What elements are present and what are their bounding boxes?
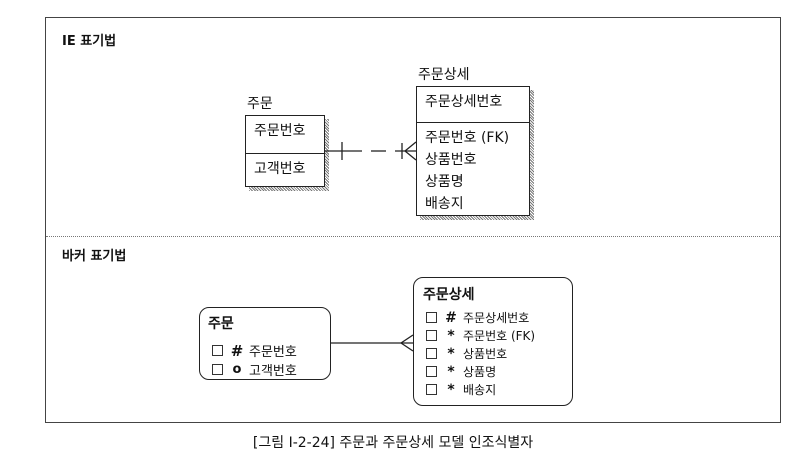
- barker-order-entity-name: 주문: [208, 316, 234, 332]
- mandatory-attribute-icon: *: [447, 327, 455, 344]
- ie-crows-foot-icon: [404, 141, 417, 152]
- barker-crows-foot-icon: [400, 334, 414, 344]
- ie-detail-entity: 주문상세번호 주문번호 (FK) 상품번호 상품명 배송지: [416, 86, 530, 216]
- ie-order-key-section: 주문번호: [246, 120, 324, 142]
- ie-detail-attr-2: 상품명: [425, 174, 464, 190]
- mandatory-attribute-icon: *: [447, 345, 455, 362]
- ie-order-entity-name: 주문: [247, 96, 273, 112]
- ie-order-attr: 고객번호: [254, 161, 306, 177]
- checkbox-icon: [426, 384, 437, 395]
- checkbox-icon: [426, 330, 437, 341]
- barker-relationship: [331, 334, 414, 352]
- ie-detail-attr-3: 배송지: [425, 196, 464, 212]
- ie-detail-attr-0: 주문번호 (FK): [425, 130, 510, 146]
- barker-detail-attr-label: 상품번호: [463, 347, 508, 361]
- checkbox-icon: [212, 364, 223, 375]
- barker-crows-foot-icon: [400, 342, 414, 352]
- barker-detail-attr-label: 상품명: [463, 365, 497, 379]
- section-divider: [46, 236, 780, 237]
- ie-order-attr-section: 고객번호: [246, 153, 324, 180]
- barker-order-attr-label: 주문번호: [249, 345, 297, 360]
- barker-order-attr-label: 고객번호: [249, 364, 297, 379]
- mandatory-attribute-icon: *: [447, 363, 455, 380]
- barker-detail-row-1: * 주문번호 (FK): [426, 327, 535, 344]
- barker-detail-row-2: * 상품번호: [426, 345, 507, 362]
- figure-frame: [45, 17, 781, 423]
- primary-key-icon: #: [230, 341, 244, 360]
- figure-caption: [그림 Ⅰ-2-24] 주문과 주문상세 모델 인조식별자: [252, 435, 534, 451]
- barker-detail-row-3: * 상품명: [426, 363, 496, 380]
- primary-key-icon: #: [445, 309, 457, 326]
- barker-section-title: 바커 표기법: [62, 249, 127, 264]
- checkbox-icon: [426, 312, 437, 323]
- ie-detail-attr-1: 상품번호: [425, 152, 477, 168]
- barker-detail-attr-label: 주문상세번호: [463, 311, 530, 325]
- ie-detail-attr-section: 주문번호 (FK) 상품번호 상품명 배송지: [417, 122, 529, 215]
- ie-section-title: IE 표기법: [62, 34, 117, 49]
- ie-detail-key-attr: 주문상세번호: [425, 94, 503, 110]
- barker-detail-row-4: * 배송지: [426, 381, 496, 398]
- barker-order-entity: 주문 # 주문번호 o 고객번호: [199, 307, 331, 380]
- checkbox-icon: [426, 348, 437, 359]
- barker-detail-entity-name: 주문상세: [423, 287, 475, 303]
- checkbox-icon: [426, 366, 437, 377]
- barker-detail-attr-label: 주문번호 (FK): [463, 329, 536, 343]
- barker-detail-attr-label: 배송지: [463, 383, 497, 397]
- optional-attribute-icon: o: [232, 362, 242, 377]
- ie-detail-entity-name: 주문상세: [418, 67, 470, 83]
- ie-detail-key-section: 주문상세번호: [417, 91, 529, 113]
- barker-detail-entity: 주문상세 # 주문상세번호 * 주문번호 (FK) * 상품번호 * 상품명 *…: [413, 277, 573, 406]
- ie-order-key-attr: 주문번호: [254, 123, 306, 139]
- barker-order-row-0: # 주문번호: [212, 341, 297, 360]
- checkbox-icon: [212, 345, 223, 356]
- ie-relationship: [325, 141, 417, 161]
- barker-detail-row-0: # 주문상세번호: [426, 309, 529, 326]
- barker-order-row-1: o 고객번호: [212, 360, 297, 379]
- mandatory-attribute-icon: *: [447, 381, 455, 398]
- ie-order-entity: 주문번호 고객번호: [245, 115, 325, 187]
- ie-crows-foot-icon: [404, 150, 417, 161]
